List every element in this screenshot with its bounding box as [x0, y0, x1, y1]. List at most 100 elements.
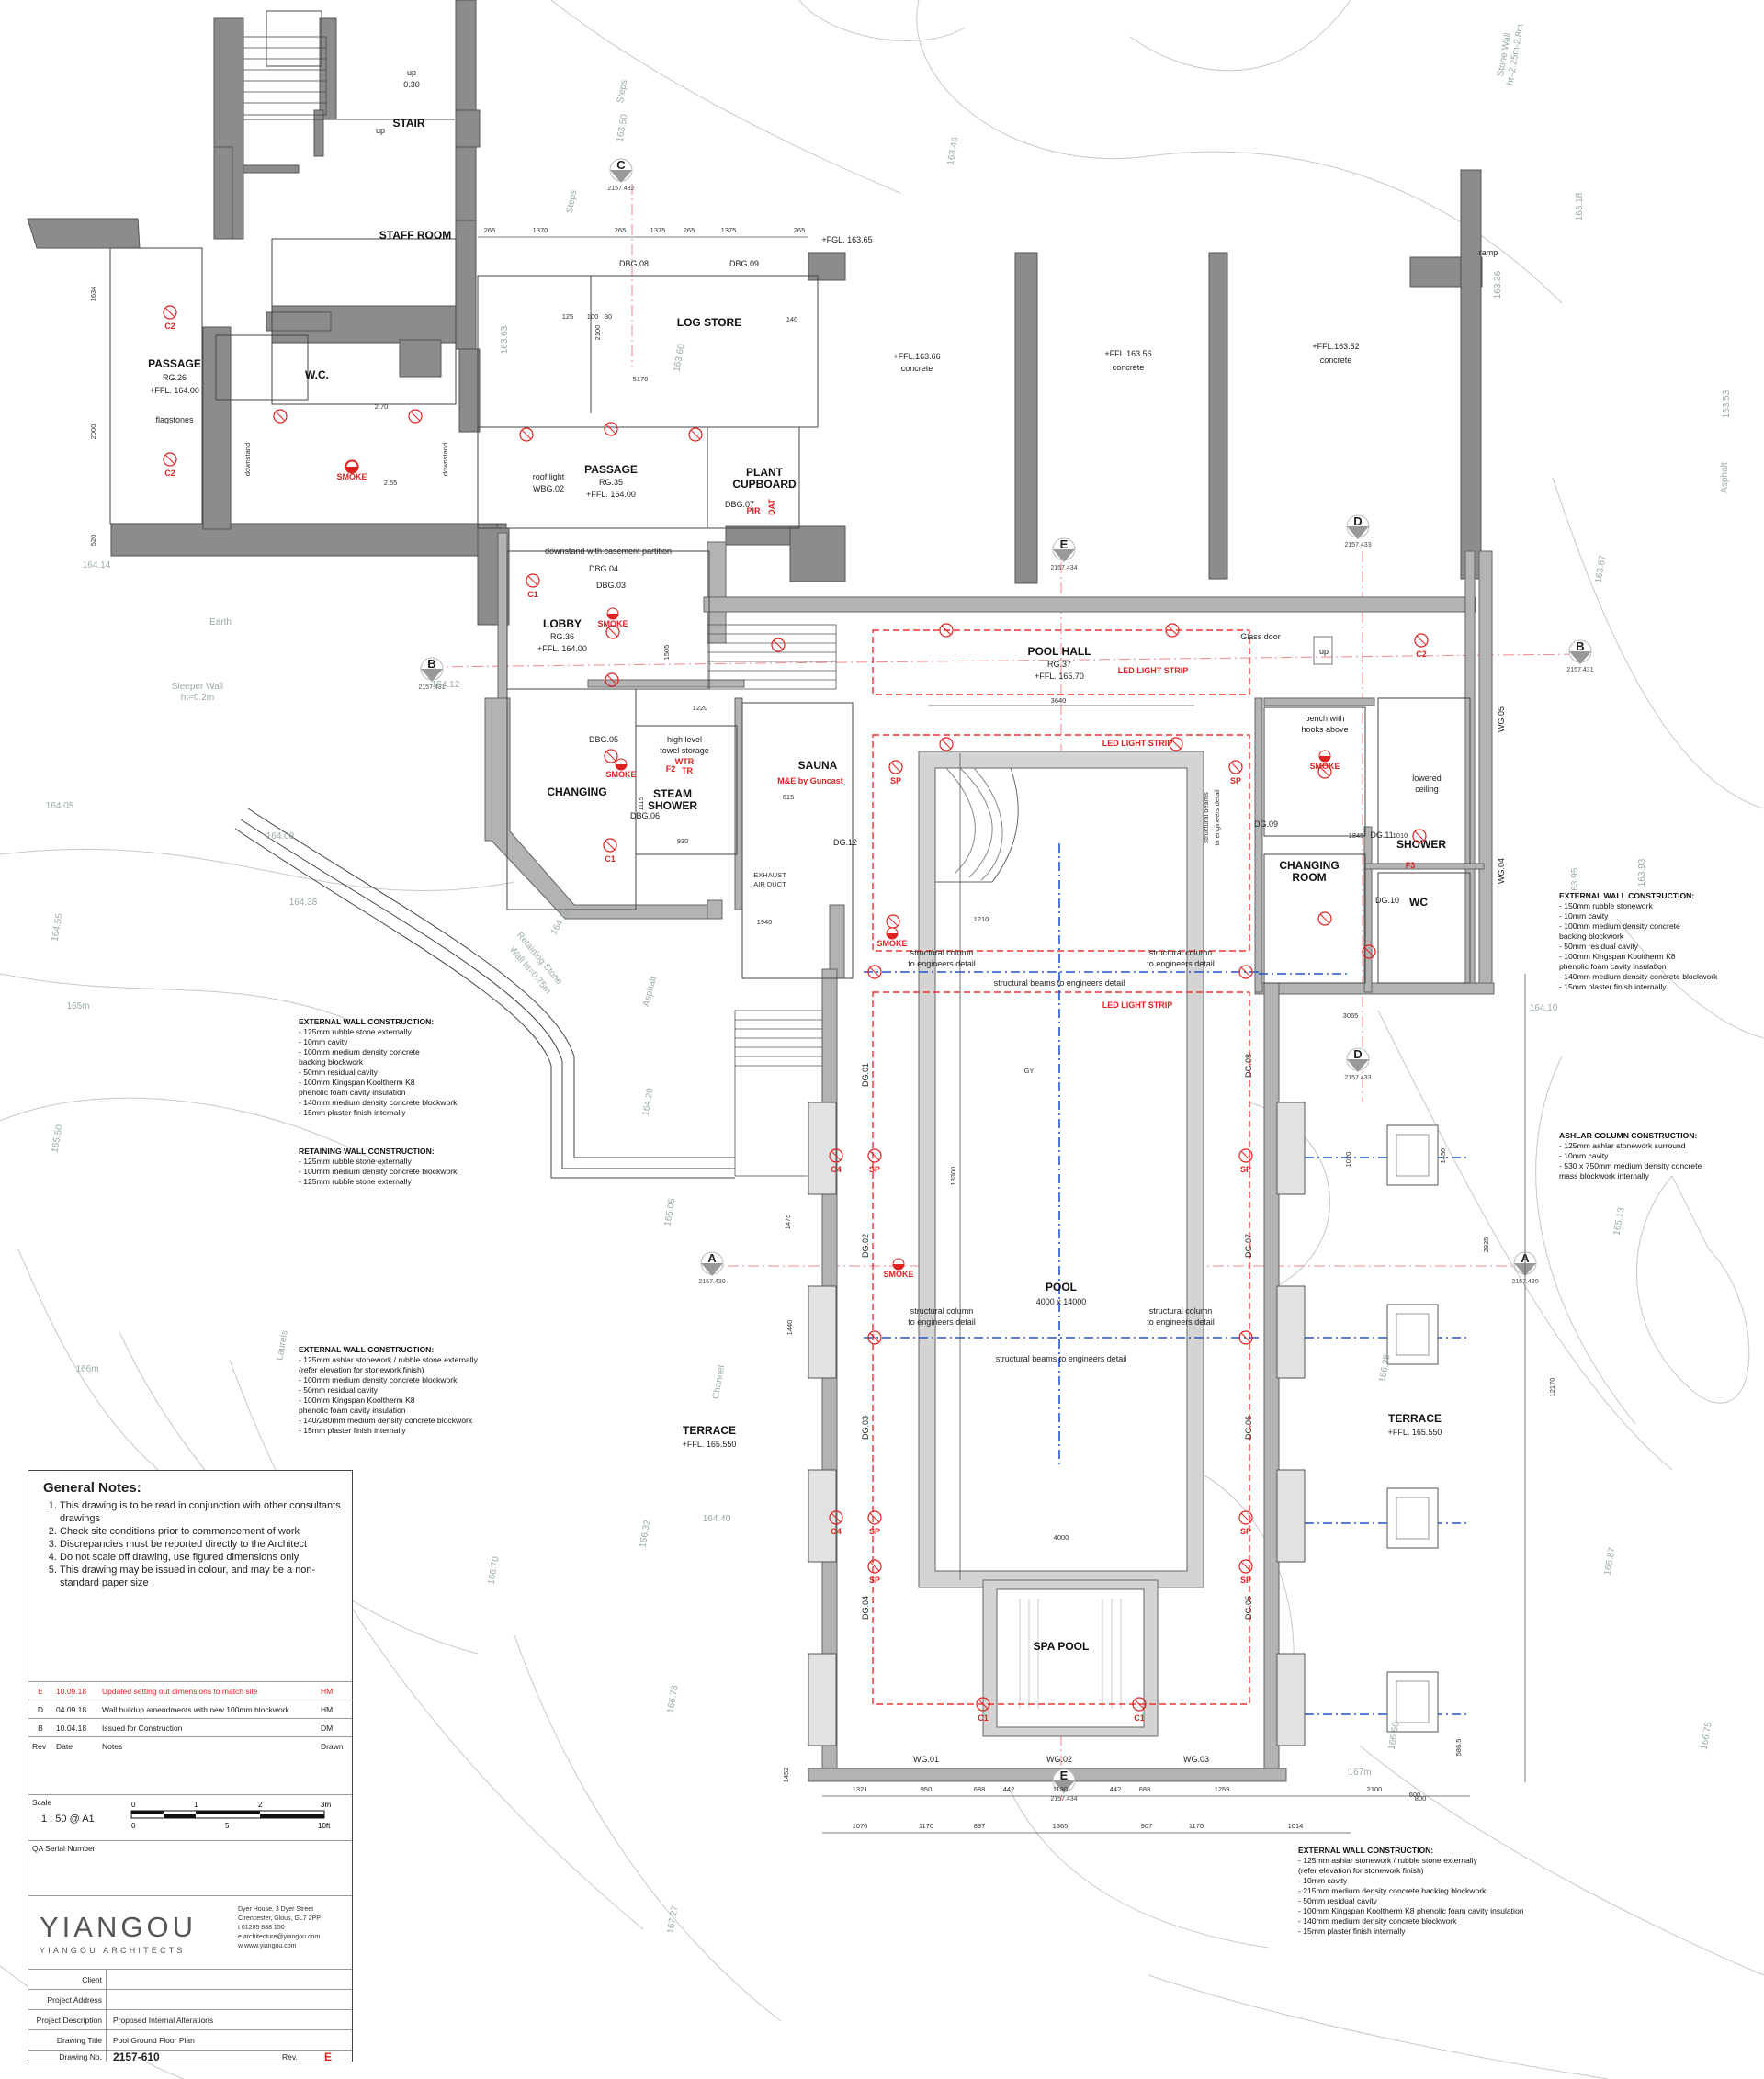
electrical-code: SP: [1230, 776, 1241, 785]
address-line: Dyer House, 3 Dyer Street: [238, 1906, 314, 1913]
note-line: - 125mm ashlar stonework / rubble stone …: [299, 1355, 479, 1364]
note-line: - 140mm medium density concrete blockwor…: [1559, 972, 1718, 981]
notes-header: Notes: [98, 1736, 317, 1755]
dimension-text: 1170: [1189, 1822, 1204, 1830]
dimension-text: 1220: [693, 704, 708, 712]
label-pool: POOL: [1046, 1281, 1077, 1294]
code-lobby: RG.36: [550, 632, 574, 641]
smoke-label: SMOKE: [597, 619, 628, 628]
electrical-point: SP: [867, 1559, 882, 1585]
note-title: EXTERNAL WALL CONSTRUCTION:: [1559, 891, 1694, 900]
date-cell: 10.09.18: [52, 1681, 98, 1700]
note-line: - 50mm residual cavity: [299, 1068, 379, 1077]
smoke-detector: SMOKE: [597, 607, 628, 628]
label-staff-room: STAFF ROOM: [379, 229, 451, 242]
text-col-3: structural column: [910, 1306, 974, 1316]
level-label: 164.10: [1530, 1003, 1558, 1013]
dimension-text: 12170: [1548, 1378, 1556, 1397]
general-note: Check site conditions prior to commencem…: [60, 1525, 352, 1538]
text-dbg08: DBG.08: [619, 259, 649, 268]
marker-ref: 2157.432: [607, 186, 634, 192]
dimension-text: 3640: [1051, 696, 1067, 705]
finish-bay-2: concrete: [1113, 363, 1145, 372]
ffl-bay-1: +FFL.163.66: [893, 352, 940, 361]
general-note: Do not scale off drawing, use figured di…: [60, 1551, 352, 1564]
text-exhaust: EXHAUST: [753, 871, 786, 879]
text-wbg02: WBG.02: [533, 484, 564, 493]
level-label: 167m: [1348, 1768, 1371, 1778]
electrical-point: SP: [1228, 760, 1243, 785]
marker-ref: 2157.430: [698, 1279, 725, 1285]
electrical-point: C2: [1414, 633, 1429, 659]
text-led-2: LED LIGHT STRIP: [1102, 739, 1173, 748]
smoke-detector: SMOKE: [1309, 750, 1340, 771]
finish-bay-1: concrete: [901, 364, 933, 373]
finish-bay-3: concrete: [1320, 356, 1352, 365]
note-line: phenolic foam cavity insulation: [299, 1088, 406, 1097]
smoke-label: SMOKE: [336, 472, 367, 481]
level-label: 165.05: [662, 1197, 677, 1226]
electrical-point: [604, 749, 618, 763]
text-beams-vb: to engineers detail: [1213, 789, 1221, 846]
smoke-detector: SMOKE: [605, 758, 637, 779]
ffl-pool-hall: +FFL. 165.70: [1035, 672, 1084, 681]
dimension-text: 2100: [1367, 1785, 1383, 1793]
architect-logo-sub: YIANGOU ARCHITECTS: [40, 1946, 186, 1955]
text-col-2b: to engineers detail: [1147, 959, 1215, 968]
rev-label: Rev.: [282, 2052, 298, 2062]
electrical-point: [604, 422, 618, 436]
dimension-text: 265: [794, 226, 806, 234]
level-label: 164.12: [432, 680, 460, 690]
level-label: 166.75: [1699, 1721, 1713, 1750]
marker-ref: 2157.433: [1344, 542, 1371, 548]
note-title: ASHLAR COLUMN CONSTRUCTION:: [1559, 1131, 1698, 1140]
text-dat: DAT: [767, 499, 776, 515]
text-fgl: +FGL. 163.65: [821, 235, 872, 244]
dimension-text: 1014: [1288, 1822, 1304, 1830]
dimension-text: 2.70: [375, 402, 389, 411]
electrical-point: [273, 409, 288, 424]
electrical-point: [605, 672, 619, 687]
drawing-no-row: Drawing No. 2157-610 Rev. E: [28, 2050, 352, 2063]
rev-cell: D: [28, 1700, 52, 1719]
level-label: 166.78: [665, 1684, 680, 1713]
note-line: - 100mm Kingspan Kooltherm K8: [1559, 952, 1676, 961]
note-line: - 10mm cavity: [299, 1037, 348, 1046]
dimension-text: 1076: [853, 1822, 868, 1830]
text-up-1: up: [407, 68, 416, 77]
marker-ref: 2157.433: [1344, 1075, 1371, 1081]
dimension-text: 265: [684, 226, 695, 234]
level-label: 163.36: [1493, 270, 1503, 299]
ffl-lobby: +FFL. 164.00: [537, 644, 587, 653]
dimension-text: 2925: [1482, 1237, 1490, 1253]
dimension-text: 1634: [89, 287, 97, 302]
text-col-2: structural column: [1149, 948, 1213, 957]
label-terrace-left: TERRACE: [683, 1424, 736, 1437]
text-dbg06: DBG.06: [630, 811, 660, 820]
general-note: This drawing is to be read in conjunctio…: [60, 1499, 352, 1525]
label-plant-2: CUPBOARD: [732, 478, 797, 491]
text-ceiling: ceiling: [1415, 785, 1439, 794]
ffl-bay-2: +FFL.163.56: [1104, 349, 1151, 358]
address-line: Cirencester, Glous, GL7 2PP: [238, 1915, 321, 1922]
ffl-terrace-left: +FFL. 165.550: [683, 1440, 737, 1449]
note-title: EXTERNAL WALL CONSTRUCTION:: [299, 1345, 434, 1354]
text-earth: Earth: [209, 617, 232, 627]
construction-notes: EXTERNAL WALL CONSTRUCTION:- 125mm rubbl…: [299, 891, 1718, 1936]
construction-note: EXTERNAL WALL CONSTRUCTION:- 125mm ashla…: [1298, 1846, 1524, 1936]
marker-letter: B: [427, 657, 435, 671]
drawn-cell: DM: [317, 1718, 352, 1737]
construction-note: EXTERNAL WALL CONSTRUCTION:- 125mm ashla…: [299, 1345, 479, 1435]
text-roof-light: roof light: [533, 472, 565, 481]
level-label: 163.18: [1575, 192, 1585, 220]
scale-tick: 3m: [321, 1801, 331, 1809]
architect-address: Dyer House, 3 Dyer Street Cirencester, G…: [238, 1905, 321, 1951]
code-passage-1: RG.26: [163, 373, 187, 382]
revision-table: E 10.09.18 Updated setting out dimension…: [28, 1681, 352, 1755]
label-spa-pool: SPA POOL: [1034, 1640, 1090, 1653]
level-label: 163.46: [945, 136, 960, 165]
dimension-text: 1170: [919, 1822, 933, 1830]
smoke-detector: SMOKE: [883, 1258, 914, 1279]
rev-cell: E: [28, 1681, 52, 1700]
dimension-text: 600: [1409, 1791, 1421, 1799]
